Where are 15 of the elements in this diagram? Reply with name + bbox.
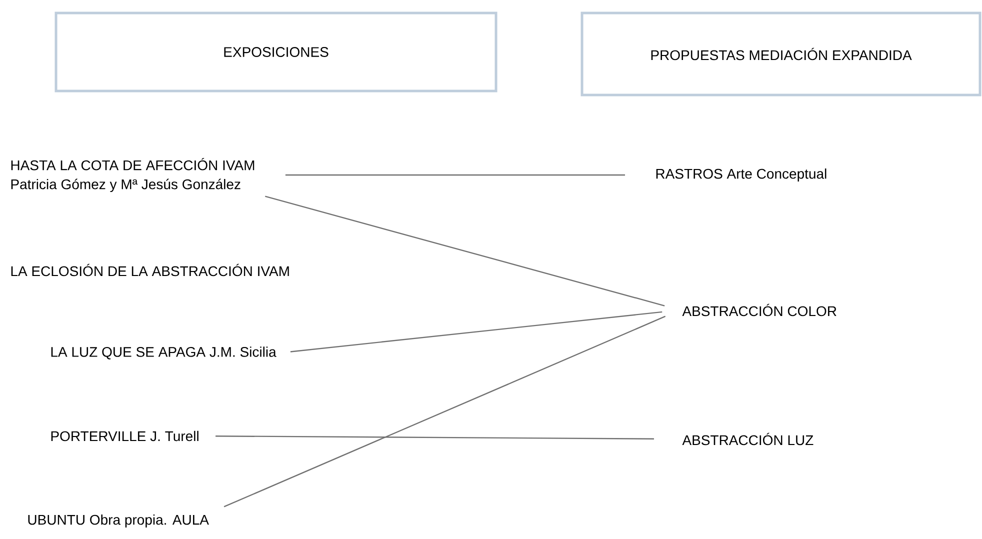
title-box: PROPUESTAS MEDIACIÓN EXPANDIDA <box>580 12 982 96</box>
connector-line <box>265 196 665 306</box>
item-label: LA ECLOSIÓN DE LA ABSTRACCIÓN IVAM <box>11 264 289 276</box>
item-label: RASTROS Arte Conceptual <box>656 168 826 182</box>
connector-line <box>216 436 654 440</box>
item-label: PORTERVILLE J. Turell <box>51 430 198 442</box>
connector-line <box>285 174 625 176</box>
title-box: EXPOSICIONES <box>54 12 498 92</box>
item-label: ABSTRACCIÓN LUZ <box>682 432 814 446</box>
item-label: LA LUZ QUE SE APAGA J.M. Sicilia <box>51 346 276 360</box>
connector-line <box>290 311 662 352</box>
item-label: HASTA LA COTA DE AFECCIÓN IVAM Patricia Gómez y Mª Jesús González <box>11 158 254 192</box>
item-label: ABSTRACCIÓN COLOR <box>682 304 836 316</box>
item-label: UBUNTU Obra propia. AULA <box>28 514 209 528</box>
connector-line <box>224 316 666 508</box>
